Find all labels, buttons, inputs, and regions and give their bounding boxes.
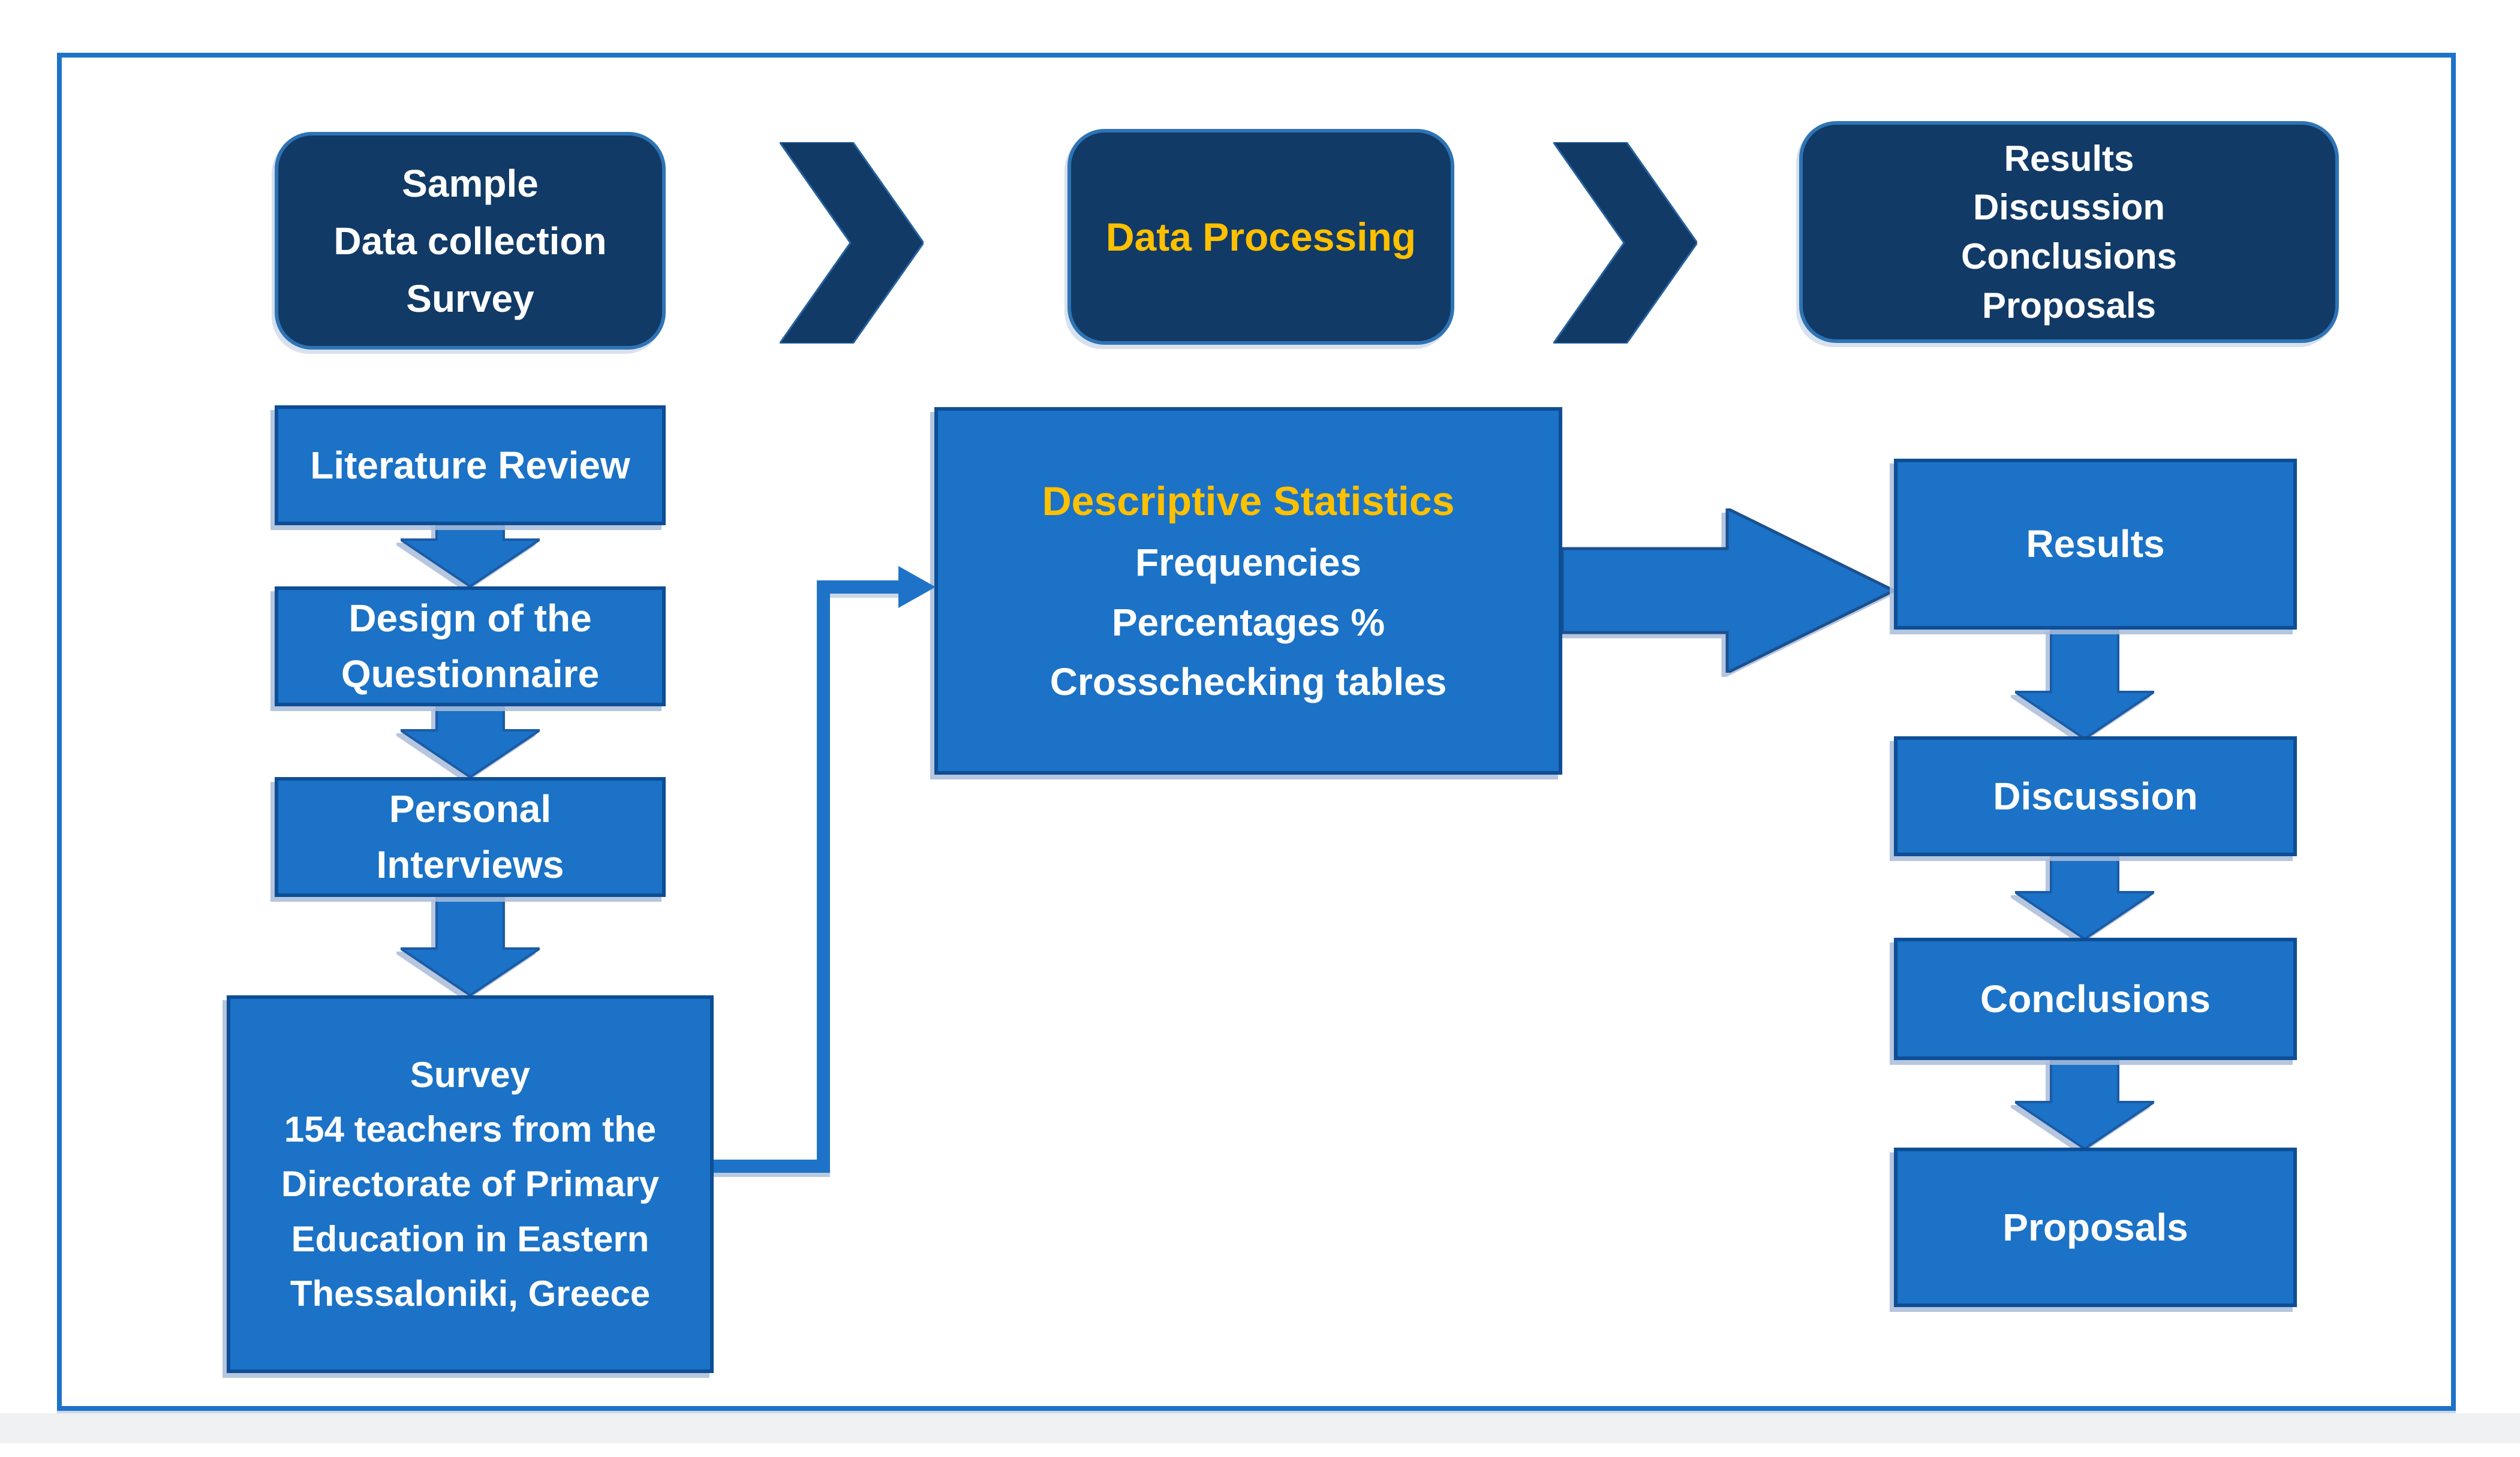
box-discussion: Discussion <box>1894 736 2297 856</box>
box-proposals: Proposals <box>1894 1148 2297 1307</box>
stage1-line1: Sample <box>402 161 539 205</box>
stage3-line3: Conclusions <box>1960 236 2178 276</box>
personal-interviews-line1: Personal <box>389 787 552 831</box>
survey-line1: Survey <box>410 1055 531 1095</box>
arrow-down-icon <box>401 705 540 777</box>
arrow-down-icon <box>401 896 540 995</box>
box-literature-review: Literature Review <box>275 405 666 525</box>
stage-box-data-processing: Data Processing <box>1067 129 1454 345</box>
results-label: Results <box>2026 522 2165 566</box>
diagram-border-frame <box>57 53 2456 1411</box>
page-bottom-edge <box>0 1413 2520 1443</box>
stage3-line1: Results <box>2004 138 2134 179</box>
survey-line2: 154 teachers from the <box>284 1109 657 1150</box>
arrow-down-icon <box>401 522 540 586</box>
chevron-right-icon <box>1553 142 1697 344</box>
conclusions-label: Conclusions <box>1980 977 2211 1020</box>
literature-review-label: Literature Review <box>310 443 630 487</box>
stage-box-sample-data-collection-survey: Sample Data collection Survey <box>275 132 666 350</box>
stage1-line2: Data collection <box>333 219 607 263</box>
box-conclusions: Conclusions <box>1894 938 2297 1060</box>
stage3-line4: Proposals <box>1981 285 2157 326</box>
box-personal-interviews: Personal Interviews <box>275 777 666 897</box>
box-results: Results <box>1894 459 2297 630</box>
box-survey-sample: Survey 154 teachers from the Directorate… <box>227 995 714 1373</box>
arrow-down-icon <box>2015 855 2154 939</box>
connector-arrowhead-icon <box>898 566 936 608</box>
chevron-right-icon <box>780 142 924 344</box>
survey-line4: Education in Eastern <box>291 1218 649 1259</box>
survey-line5: Thessaloniki, Greece <box>290 1273 651 1314</box>
arrow-down-icon <box>2015 627 2154 739</box>
discussion-label: Discussion <box>1993 774 2198 818</box>
personal-interviews-line2: Interviews <box>376 843 564 886</box>
connector-line-vertical <box>817 580 830 1173</box>
processing-line2: Percentages % <box>1111 600 1385 644</box>
stage2-line1: Data Processing <box>1105 214 1417 259</box>
connector-line-horizontal <box>830 580 900 594</box>
processing-line1: Frequencies <box>1135 541 1362 585</box>
questionnaire-design-line1: Design of the <box>348 597 592 640</box>
connector-line-horizontal <box>712 1160 830 1173</box>
stage1-line3: Survey <box>406 276 534 320</box>
proposals-label: Proposals <box>2002 1205 2188 1249</box>
processing-line3: Crosschecking tables <box>1050 660 1447 703</box>
box-questionnaire-design: Design of the Questionnaire <box>275 586 666 706</box>
survey-line3: Directorate of Primary <box>281 1164 660 1205</box>
arrow-down-icon <box>2015 1059 2154 1149</box>
stage3-line2: Discussion <box>1972 187 2166 228</box>
stage-box-results-discussion-conclusions-proposals: Results Discussion Conclusions Proposals <box>1799 121 2339 343</box>
questionnaire-design-line2: Questionnaire <box>341 652 600 696</box>
descriptive-statistics-title: Descriptive Statistics <box>1042 478 1455 525</box>
box-descriptive-statistics: Descriptive Statistics Frequencies Perce… <box>934 407 1562 775</box>
arrow-right-icon <box>1562 508 1894 673</box>
